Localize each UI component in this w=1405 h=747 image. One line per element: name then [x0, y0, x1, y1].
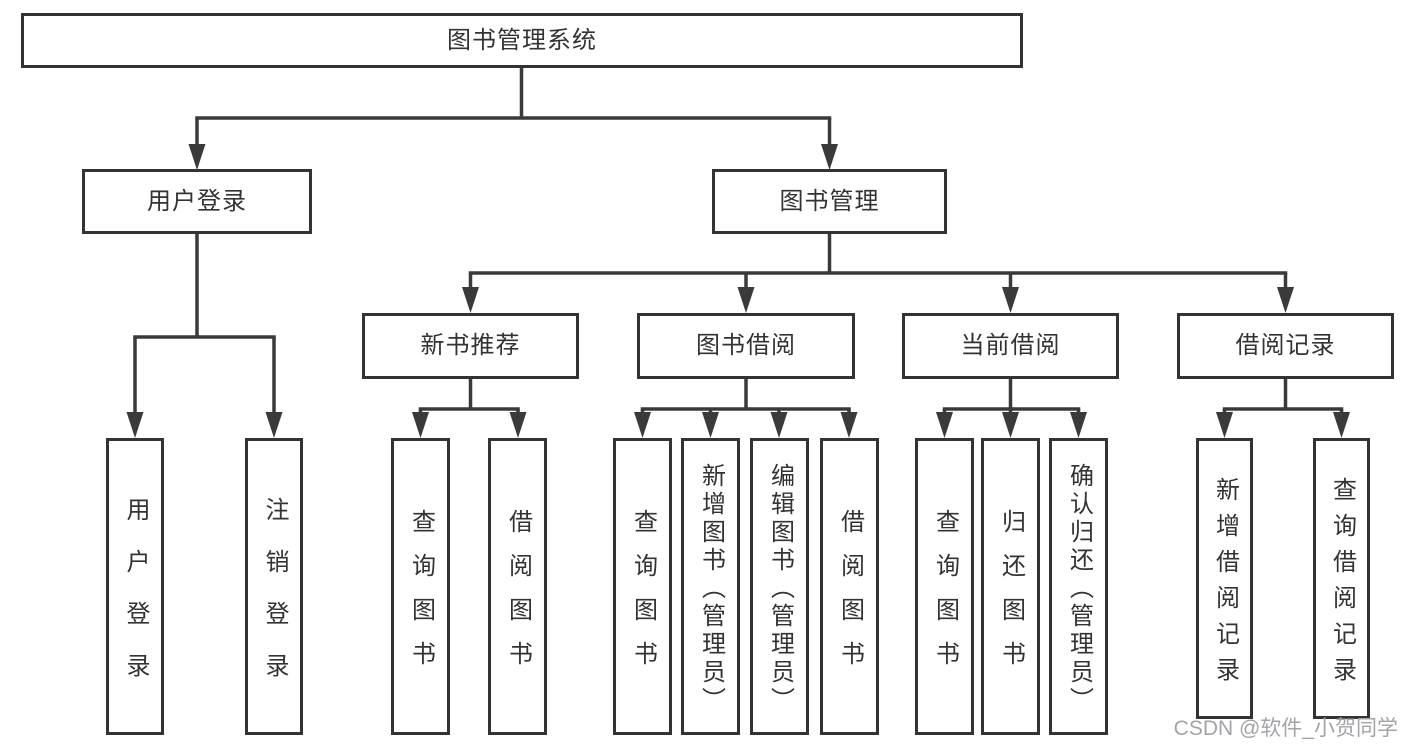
- node-leaf-query-borrow-record: 查询借阅记录: [1313, 438, 1370, 719]
- node-leaf-add-books-admin-label: 新增图书（管理员）: [697, 462, 725, 715]
- node-user-login: 用户登录: [82, 169, 312, 234]
- node-leaf-return-books-label: 归还图书: [997, 508, 1025, 685]
- node-leaf-query-borrow-record-label: 查询借阅记录: [1328, 476, 1356, 693]
- node-leaf-return-books: 归还图书: [981, 438, 1040, 735]
- node-leaf-user-login-label: 用户登录: [122, 496, 149, 705]
- node-leaf-logout-login: 注销登录: [245, 438, 303, 735]
- node-current-borrow-label: 当前借阅: [960, 332, 1061, 359]
- node-borrow-records: 借阅记录: [1177, 313, 1394, 379]
- node-book-management: 图书管理: [712, 169, 947, 234]
- node-leaf-edit-books-admin-label: 编辑图书（管理员）: [766, 462, 794, 715]
- node-book-borrow: 图书借阅: [637, 313, 855, 379]
- node-root: 图书管理系统: [21, 13, 1023, 68]
- node-leaf-borrow-books-2-label: 借阅图书: [836, 508, 864, 685]
- node-leaf-user-login: 用户登录: [106, 438, 164, 735]
- node-leaf-add-books-admin: 新增图书（管理员）: [681, 438, 740, 735]
- node-new-book-recommend-label: 新书推荐: [420, 332, 521, 359]
- node-root-label: 图书管理系统: [447, 26, 597, 54]
- node-leaf-edit-books-admin: 编辑图书（管理员）: [750, 438, 809, 735]
- node-borrow-records-label: 借阅记录: [1235, 332, 1336, 359]
- node-book-borrow-label: 图书借阅: [696, 332, 796, 359]
- node-new-book-recommend: 新书推荐: [362, 313, 579, 379]
- node-user-login-label: 用户登录: [147, 187, 247, 215]
- node-leaf-borrow-books-1: 借阅图书: [488, 438, 547, 735]
- node-leaf-borrow-books-1-label: 借阅图书: [504, 508, 532, 685]
- node-leaf-query-books-2-label: 查询图书: [629, 508, 657, 685]
- node-leaf-add-borrow-record-label: 新增借阅记录: [1211, 476, 1239, 693]
- node-leaf-query-books-3-label: 查询图书: [931, 508, 959, 685]
- node-leaf-confirm-return-admin-label: 确认归还（管理员）: [1065, 462, 1093, 715]
- node-leaf-logout-login-label: 注销登录: [261, 496, 288, 705]
- node-leaf-query-books-3: 查询图书: [915, 438, 974, 735]
- node-leaf-query-books-2: 查询图书: [613, 438, 672, 735]
- node-leaf-query-books-1: 查询图书: [391, 438, 450, 735]
- node-leaf-confirm-return-admin: 确认归还（管理员）: [1049, 438, 1108, 735]
- watermark: CSDN @软件_小贺同学: [1173, 717, 1398, 740]
- node-book-management-label: 图书管理: [779, 187, 880, 215]
- node-leaf-query-books-1-label: 查询图书: [407, 508, 435, 685]
- node-current-borrow: 当前借阅: [902, 313, 1119, 379]
- node-leaf-add-borrow-record: 新增借阅记录: [1196, 438, 1253, 719]
- node-leaf-borrow-books-2: 借阅图书: [820, 438, 879, 735]
